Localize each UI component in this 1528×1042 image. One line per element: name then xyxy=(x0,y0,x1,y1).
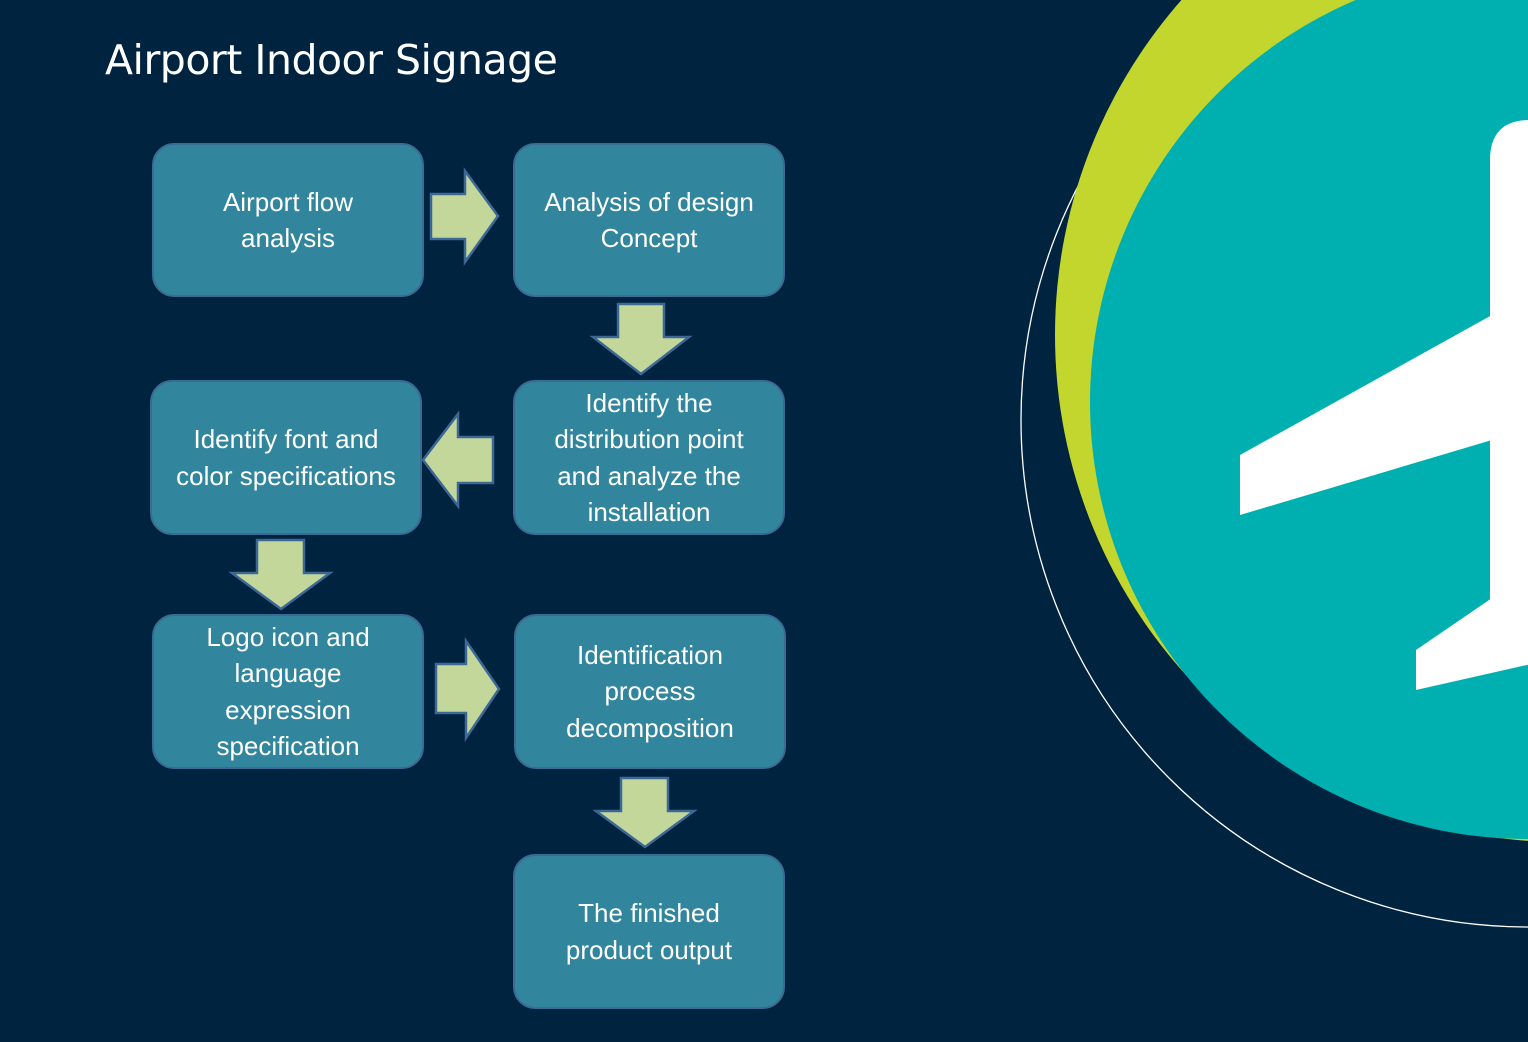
step-box-logo-language-spec: Logo icon and language expression specif… xyxy=(152,614,424,769)
arrow-right-5-to-6 xyxy=(434,636,501,743)
step-box-finished-output: The finished product output xyxy=(513,854,785,1009)
step-label: Identify font and color specifications xyxy=(176,424,396,491)
step-label: Airport flow analysis xyxy=(222,186,354,254)
arrow-left-3-to-4 xyxy=(421,410,495,510)
outline-ring xyxy=(1020,0,1528,928)
arrow-down-6-to-7 xyxy=(592,776,698,849)
arrow-down-4-to-5 xyxy=(228,538,334,611)
step-box-design-concept: Analysis of design Concept xyxy=(513,143,785,297)
step-label: Identification process decomposition xyxy=(566,639,734,743)
step-box-airport-flow-analysis: Airport flow analysis xyxy=(152,143,424,297)
step-box-process-decomposition: Identification process decomposition xyxy=(514,614,786,769)
arrow-right-1-to-2 xyxy=(429,167,500,266)
step-label: Identify the distribution point and anal… xyxy=(554,387,744,528)
airplane-icon xyxy=(1240,120,1528,690)
step-label: Analysis of design Concept xyxy=(544,186,754,254)
step-label: Logo icon and language expression specif… xyxy=(206,621,370,762)
step-box-font-color-specs: Identify font and color specifications xyxy=(150,380,422,535)
step-label: The finished product output xyxy=(565,898,733,965)
arrow-down-2-to-3 xyxy=(589,302,693,376)
step-box-distribution-point: Identify the distribution point and anal… xyxy=(513,380,785,535)
page-title: Airport Indoor Signage xyxy=(105,36,558,84)
